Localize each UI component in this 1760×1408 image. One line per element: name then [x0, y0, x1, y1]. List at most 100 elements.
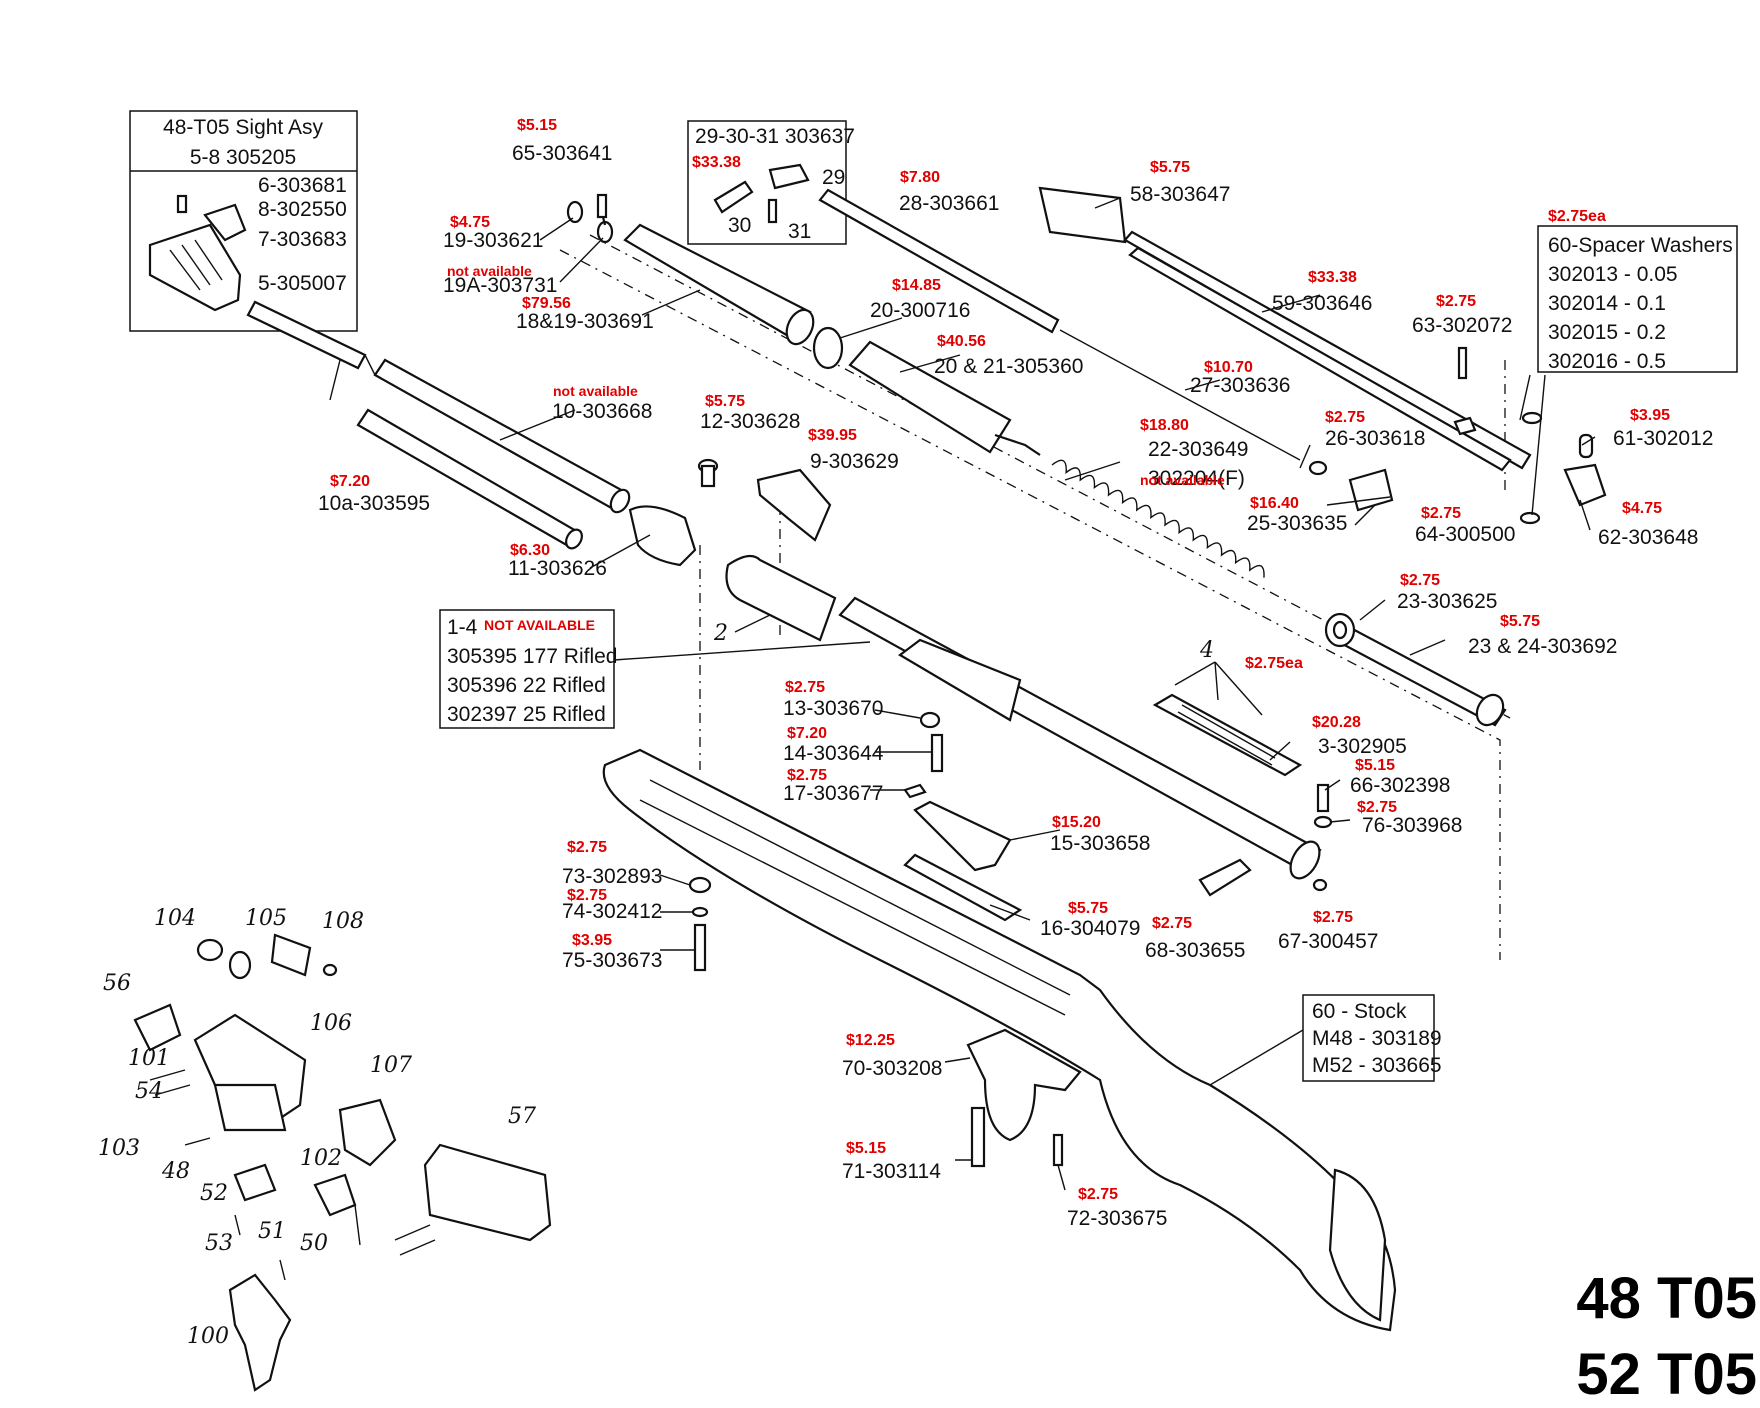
label-13: 13-303670 [783, 697, 883, 720]
spacer-price: $2.75ea [1548, 208, 1606, 225]
drawing-stroke [839, 317, 903, 339]
label-73: 73-302893 [562, 865, 662, 888]
guide-rod-27 [1059, 329, 1301, 461]
sear-107 [338, 1098, 397, 1167]
label-61: 61-302012 [1613, 427, 1713, 450]
label-19a: 19A-303731 [443, 274, 557, 297]
price-76: $2.75 [1357, 799, 1397, 816]
label-25: 25-303635 [1247, 512, 1347, 535]
spacer-item-4: 302016 - 0.5 [1548, 350, 1666, 373]
spacer-washer-top [1521, 411, 1543, 425]
price-25: $16.40 [1250, 495, 1299, 512]
muzzle-11 [628, 505, 697, 567]
drawing-stroke [169, 239, 223, 291]
drawing-stroke [1209, 1029, 1304, 1086]
pin-30: 30 [728, 214, 751, 237]
price-64: $2.75 [1421, 505, 1461, 522]
pin-31-part [767, 198, 778, 224]
spacer-washers-box: $2.75ea 60-Spacer Washers 302013 - 0.05 … [1537, 208, 1738, 373]
price-9: $39.95 [808, 427, 857, 444]
label-10a: 10a-303595 [318, 492, 430, 515]
label-66: 66-302398 [1350, 774, 1450, 797]
block-62 [1563, 463, 1607, 507]
front-sight-hood [148, 223, 242, 312]
label-23b: 23 & 24-303692 [1468, 635, 1617, 658]
drawing-stroke [329, 354, 376, 401]
screw-75 [693, 923, 707, 972]
drawing-stroke [1531, 374, 1546, 516]
screw-71 [970, 1106, 986, 1168]
tg-51: 51 [258, 1219, 286, 1244]
cocking-lever-cover-58 [1038, 186, 1127, 244]
drawing-stroke [1057, 1164, 1066, 1191]
barrel-title: 1-4 [447, 616, 478, 639]
label-20b: 20 & 21-305360 [934, 355, 1083, 378]
drawing-stroke [1302, 994, 1435, 1082]
piston-20-21 [848, 340, 1012, 454]
tg-104: 104 [154, 906, 196, 931]
drawing-stroke [196, 938, 224, 962]
label-23: 23-303625 [1397, 590, 1497, 613]
price-12: $5.75 [705, 393, 745, 410]
tg-48: 48 [161, 1159, 190, 1184]
drawing-stroke [1326, 496, 1391, 506]
price-22b: not available [1140, 472, 1225, 488]
drawing-stroke [1128, 246, 1512, 472]
label-71: 71-303114 [842, 1160, 941, 1183]
sight-pin [176, 194, 188, 214]
drawing-stroke [1299, 444, 1311, 469]
trigger-group [133, 933, 552, 1392]
price-59: $33.38 [1308, 269, 1357, 286]
sight-title-2: 5-8 305205 [190, 146, 296, 169]
price-62: $4.75 [1622, 500, 1662, 517]
pin-asy-title: 29-30-31 303637 [695, 125, 855, 148]
pin-31: 31 [788, 220, 811, 243]
price-23: $2.75 [1400, 572, 1440, 589]
washer-19 [566, 200, 584, 224]
clip-17 [903, 783, 927, 799]
pin-assembly-box: 29-30-31 303637 $33.38 29 30 31 [687, 120, 855, 245]
stock-item-1: M48 - 303189 [1312, 1027, 1442, 1050]
price-58: $5.75 [1150, 159, 1190, 176]
pin-64 [1453, 416, 1477, 436]
drawing-stroke [874, 709, 921, 719]
assembly-axis-right [559, 249, 1501, 960]
drawing-stroke [565, 528, 583, 550]
spacer-item-3: 302015 - 0.2 [1548, 321, 1666, 344]
drawing-stroke [639, 799, 1066, 1016]
label-64: 64-300500 [1415, 523, 1515, 546]
drawing-stroke [233, 1163, 277, 1202]
label-28: 28-303661 [899, 192, 999, 215]
barrel-box: 1-4 NOT AVAILABLE 305395 177 Rifled 3053… [439, 609, 617, 729]
link-25 [1348, 468, 1394, 512]
tg-56: 56 [103, 971, 131, 996]
label-59: 59-303646 [1272, 292, 1372, 315]
tg-53: 53 [205, 1231, 233, 1256]
trigger-cup-57 [423, 1143, 552, 1242]
pin-30-part [713, 180, 754, 214]
label-70: 70-303208 [842, 1057, 942, 1080]
screw-63 [1457, 346, 1468, 380]
drawing-stroke [898, 638, 1022, 722]
price-74: $2.75 [567, 887, 607, 904]
price-66: $5.15 [1355, 757, 1395, 774]
drawing-stroke [129, 110, 358, 332]
drawing-stroke [1519, 374, 1531, 421]
label-3: 3-302905 [1318, 735, 1407, 758]
drawing-stroke [322, 963, 338, 977]
label-16: 16-304079 [1040, 917, 1140, 940]
drawing-stroke [1051, 459, 1265, 578]
drawing-stroke [234, 1204, 361, 1281]
callout-4: 4 [1199, 638, 1214, 663]
model-line-1: 48 T05 [1576, 1266, 1757, 1331]
price-17: $2.75 [787, 767, 827, 784]
tg-54: 54 [135, 1079, 163, 1104]
label-14: 14-303644 [783, 742, 884, 765]
pin-asy-price: $33.38 [692, 154, 741, 171]
label-27: 27-303636 [1190, 374, 1290, 397]
drawing-stroke [1289, 840, 1321, 880]
tg-100: 100 [187, 1324, 229, 1349]
drawing-stroke [149, 1069, 436, 1256]
spacer-title: 60-Spacer Washers [1548, 234, 1733, 257]
